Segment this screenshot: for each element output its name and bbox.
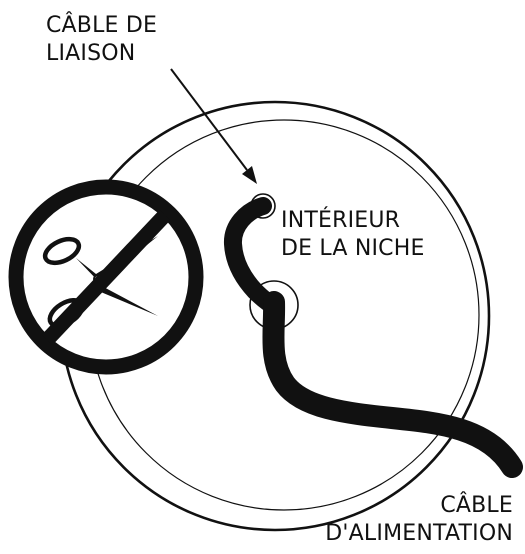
niche-interior-label-line-1: INTÉRIEUR <box>281 207 425 235</box>
bonding-cable-label-line-1: CÂBLE DE <box>46 12 157 40</box>
bonding-cable-arrowhead <box>242 166 257 184</box>
bonding-cable-label-line-2: LIAISON <box>46 40 157 68</box>
power-cable-label: CÂBLE D'ALIMENTATION <box>325 492 513 548</box>
bonding-cable-label: CÂBLE DE LIAISON <box>46 12 157 68</box>
niche-interior-label: INTÉRIEUR DE LA NICHE <box>281 207 425 263</box>
scissors-prohibited-icon <box>16 187 196 367</box>
power-cable-label-line-2: D'ALIMENTATION <box>325 520 513 548</box>
power-cable-label-line-1: CÂBLE <box>325 492 513 520</box>
bonding-cable <box>233 206 274 306</box>
bonding-cable-arrow <box>171 69 247 170</box>
niche-interior-label-line-2: DE LA NICHE <box>281 235 425 263</box>
power-cable <box>273 302 512 467</box>
